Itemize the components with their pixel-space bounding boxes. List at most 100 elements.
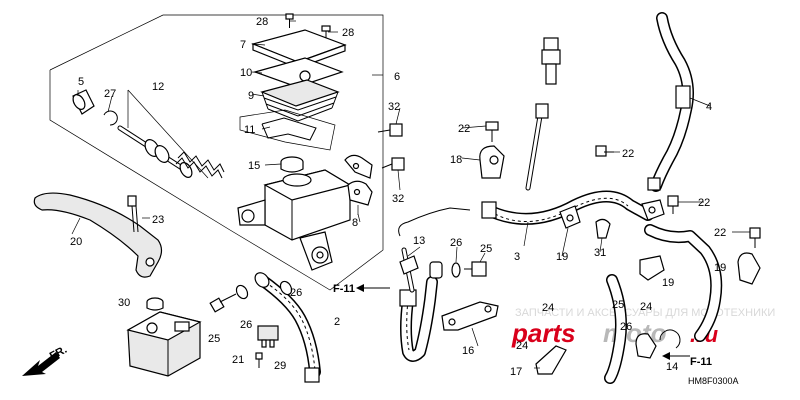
callout-25b: 25 <box>480 243 492 255</box>
leader-lines-top <box>127 20 383 179</box>
diaphragm <box>260 79 340 122</box>
group-bracket-outline <box>49 14 384 291</box>
union-fitting <box>541 37 561 85</box>
clamp-14 <box>659 329 681 349</box>
brake-hose-13 <box>399 247 438 362</box>
callout-24c: 24 <box>640 301 652 313</box>
bolt-25-left <box>209 293 237 313</box>
callout-22c: 22 <box>698 197 710 209</box>
f11-label-left: F-11 <box>333 283 355 295</box>
hose-joint-right <box>641 199 665 221</box>
reservoir-cap <box>251 29 347 63</box>
screw-29 <box>255 352 263 368</box>
front-label: FR. <box>48 344 69 363</box>
callout-29: 29 <box>274 360 286 372</box>
callout-21: 21 <box>232 354 244 366</box>
callout-labels: 28 28 7 10 9 6 11 15 12 5 27 8 32 32 23 … <box>70 16 739 386</box>
brake-hose-3 <box>481 190 654 225</box>
callout-24b: 24 <box>542 302 554 314</box>
nut-30 <box>146 297 164 311</box>
hose-clamp-18 <box>479 145 505 179</box>
callout-6: 6 <box>394 71 400 83</box>
callout-25c: 25 <box>612 299 624 311</box>
callout-31: 31 <box>594 247 606 259</box>
callout-22b: 22 <box>622 148 634 160</box>
bolt-22-right <box>595 145 614 157</box>
callout-19b: 19 <box>714 262 726 274</box>
callout-20: 20 <box>70 236 82 248</box>
leader-lines-misc <box>71 90 750 369</box>
callout-4: 4 <box>706 101 712 113</box>
diagram-code: HM8F0300A <box>688 376 739 386</box>
callout-19a: 19 <box>556 251 568 263</box>
callout-24a: 24 <box>516 340 528 352</box>
callout-8: 8 <box>352 217 358 229</box>
pivot-bolt-23 <box>127 195 139 233</box>
hose-clamp-19-lower <box>737 252 761 285</box>
group-bracket-lower <box>49 70 231 231</box>
watermark-logo-right: moto <box>603 318 667 348</box>
callout-27: 27 <box>104 88 116 100</box>
callout-28b: 28 <box>342 27 354 39</box>
callout-22d: 22 <box>714 227 726 239</box>
hose-joint-13 <box>398 207 471 237</box>
bolt-25-center <box>464 261 487 277</box>
hose-clamp-17 <box>535 345 567 375</box>
diaphragm-plate <box>253 57 344 88</box>
bolt-22-far-right <box>667 195 679 214</box>
callout-14: 14 <box>666 361 678 373</box>
callout-23: 23 <box>152 214 164 226</box>
screw-28a <box>285 13 294 28</box>
boot-gasket <box>239 109 336 151</box>
washer-26-left <box>235 284 249 300</box>
callout-10: 10 <box>240 67 252 79</box>
circlip-27 <box>103 110 118 126</box>
washer-26-center <box>451 262 461 278</box>
callout-5: 5 <box>78 76 84 88</box>
callout-25a: 25 <box>208 333 220 345</box>
callout-7: 7 <box>240 39 246 51</box>
callout-9: 9 <box>248 90 254 102</box>
callout-28a: 28 <box>256 16 268 28</box>
master-cylinder-group <box>49 13 384 291</box>
f11-arrow-left <box>356 284 390 292</box>
fitting-lower-right <box>635 333 657 359</box>
bolt-31 <box>595 218 611 239</box>
callout-16: 16 <box>462 345 474 357</box>
callout-17: 17 <box>510 366 522 378</box>
brake-hose-lower-left <box>604 274 627 384</box>
washer-26-mid <box>279 280 293 296</box>
callout-12: 12 <box>152 81 164 93</box>
watermark-logo-left: parts <box>511 318 576 348</box>
brake-lever <box>33 192 163 278</box>
piston-set <box>117 125 225 179</box>
seal-15 <box>280 156 304 173</box>
callout-32a: 32 <box>388 101 400 113</box>
callout-26d: 26 <box>620 321 632 333</box>
bolt-22-center <box>485 121 499 142</box>
brake-hose-4 <box>647 12 694 192</box>
callout-26c: 26 <box>450 237 462 249</box>
callout-15: 15 <box>248 160 260 172</box>
callout-22a: 22 <box>458 123 470 135</box>
f11-label-right: F-11 <box>690 356 712 368</box>
callout-26b: 26 <box>290 287 302 299</box>
master-cylinder-body <box>237 169 352 271</box>
callout-30: 30 <box>118 297 130 309</box>
brake-hose-2 <box>254 272 321 383</box>
brake-switch <box>257 325 279 348</box>
callout-11: 11 <box>244 124 255 136</box>
fitting-13b <box>429 261 443 279</box>
callout-3: 3 <box>514 251 520 263</box>
hose-bracket-16 <box>441 301 499 331</box>
hose-joint-3 <box>559 205 581 229</box>
front-direction-arrow <box>22 352 60 376</box>
callout-26a: 26 <box>240 319 252 331</box>
callout-32b: 32 <box>392 193 404 205</box>
callout-18: 18 <box>450 154 462 166</box>
bolt-32-upper <box>377 123 403 137</box>
callout-2: 2 <box>334 316 340 328</box>
brake-pipe-top <box>525 103 549 191</box>
bolt-22-lower-right <box>749 227 761 248</box>
